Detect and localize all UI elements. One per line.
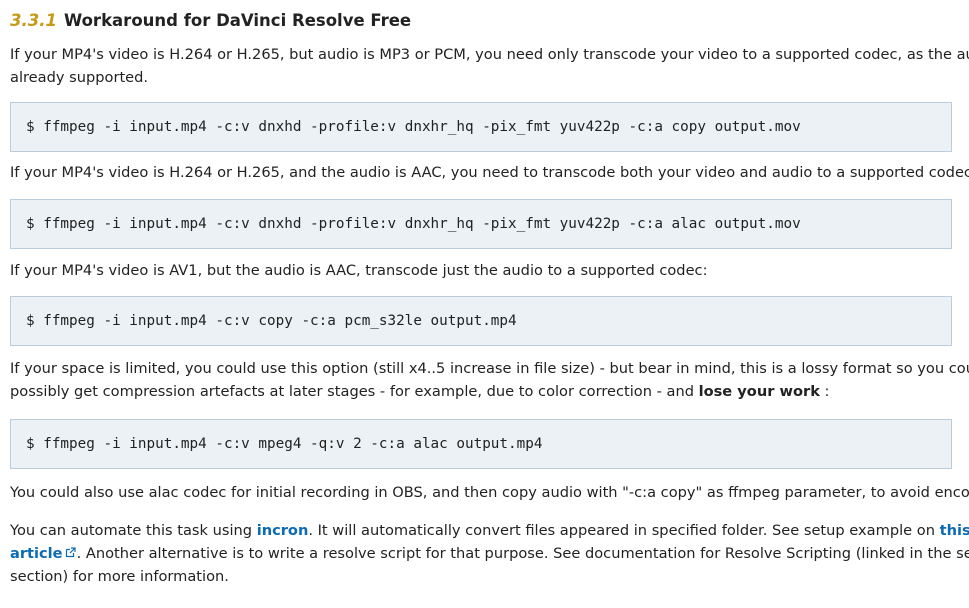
section-heading: 3.3.1 Workaround for DaVinci Resolve Free [10,0,952,33]
paragraph-space-limited: If your space is limited, you could use … [10,357,969,403]
external-link-icon [65,542,76,558]
paragraph-line: possibly get compression artefacts at la… [10,383,699,400]
code-block-transcode-video: $ ffmpeg -i input.mp4 -c:v dnxhd -profil… [10,102,952,152]
paragraph-automate: You can automate this task using incron.… [10,519,969,588]
paragraph-line: . Another alternative is to write a reso… [76,545,969,562]
paragraph-av1: If your MP4's video is AV1, but the audi… [10,262,708,279]
paragraph-line: You can automate this task using [10,522,257,539]
paragraph-aac: If your MP4's video is H.264 or H.265, a… [10,164,969,181]
section-title: Workaround for DaVinci Resolve Free [63,11,412,30]
paragraph-line: . It will automatically convert files ap… [308,522,940,539]
paragraph-line: : [819,383,830,400]
code-block-transcode-both: $ ffmpeg -i input.mp4 -c:v dnxhd -profil… [10,199,952,249]
paragraph-line: section) for more information. [10,568,229,585]
lose-your-work-warning: lose your work [698,383,820,400]
paragraph-line: If your MP4's video is H.264 or H.265, b… [10,46,969,63]
paragraph-line: If your space is limited, you could use … [10,360,969,377]
code-block-transcode-audio: $ ffmpeg -i input.mp4 -c:v copy -c:a pcm… [10,296,952,346]
this-article-link-word: this [939,522,969,539]
this-article-link-word: article [10,545,63,562]
this-article-link[interactable]: this article [10,522,969,562]
incron-link[interactable]: incron [256,522,309,539]
section-number: 3.3.1 [10,11,57,30]
paragraph-mp3-pcm: If your MP4's video is H.264 or H.265, b… [10,43,969,89]
paragraph-alac-obs: You could also use alac codec for initia… [10,484,969,501]
paragraph-line: already supported. [10,69,149,86]
code-block-mpeg4: $ ffmpeg -i input.mp4 -c:v mpeg4 -q:v 2 … [10,419,952,469]
